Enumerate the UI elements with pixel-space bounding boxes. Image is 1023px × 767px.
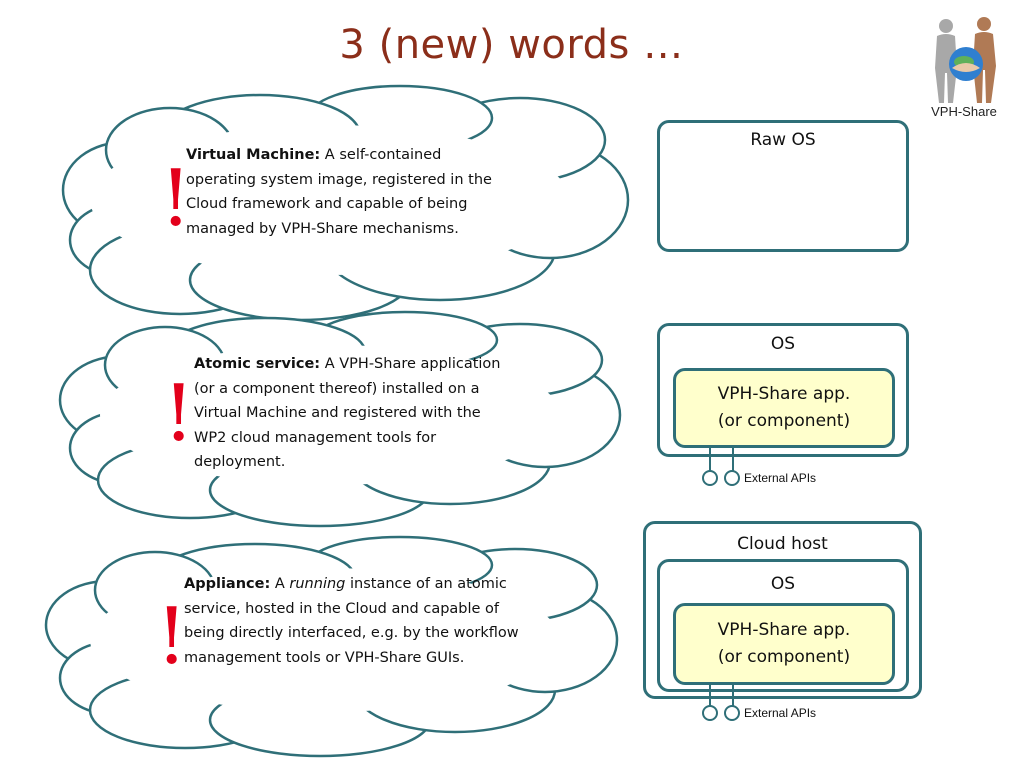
atomic-app-box: VPH-Share app. (or component) [673, 368, 895, 448]
term-appliance: Appliance: [184, 576, 271, 592]
term-virtual-machine: Virtual Machine: [186, 147, 321, 163]
atomic-app-line1: VPH-Share app. [717, 384, 851, 404]
api-port-4 [724, 705, 740, 721]
exclamation-mark-2: ! [163, 369, 195, 459]
raw-os-box: Raw OS [657, 120, 909, 252]
definition-text-appliance-post: instance of an atomic service, hosted in… [184, 576, 519, 666]
definition-appliance: Appliance: A running instance of an atom… [184, 572, 524, 670]
exclamation-mark-3: ! [156, 592, 188, 682]
appliance-os-label: OS [770, 574, 796, 594]
appliance-external-apis-label: External APIs [744, 706, 817, 720]
api-port-1 [702, 470, 718, 486]
appliance-app-box: VPH-Share app. (or component) [673, 603, 895, 685]
atomic-os-label: OS [770, 334, 796, 354]
vph-share-logo [935, 17, 996, 103]
atomic-external-apis-label: External APIs [744, 471, 817, 485]
atomic-app-line2: (or component) [717, 411, 851, 431]
term-atomic-service: Atomic service: [194, 356, 321, 372]
definition-text-atomic-service: A VPH-Share application (or a component … [194, 356, 501, 470]
cloud-host-label: Cloud host [737, 534, 828, 554]
api-port-3 [702, 705, 718, 721]
api-port-2 [724, 470, 740, 486]
raw-os-label: Raw OS [750, 130, 816, 150]
definition-virtual-machine: Virtual Machine: A self-contained operat… [186, 143, 506, 241]
exclamation-mark-1: ! [160, 154, 192, 244]
definition-atomic-service: Atomic service: A VPH-Share application … [194, 352, 514, 475]
appliance-app-line2: (or component) [717, 647, 851, 667]
definition-text-appliance-pre: A [270, 576, 290, 592]
logo-label: VPH-Share [931, 104, 997, 119]
appliance-app-line1: VPH-Share app. [717, 620, 851, 640]
slide-title: 3 (new) words … [339, 22, 684, 68]
definition-text-appliance-em: running [289, 576, 346, 592]
definition-text-virtual-machine: A self-contained operating system image,… [186, 147, 492, 237]
